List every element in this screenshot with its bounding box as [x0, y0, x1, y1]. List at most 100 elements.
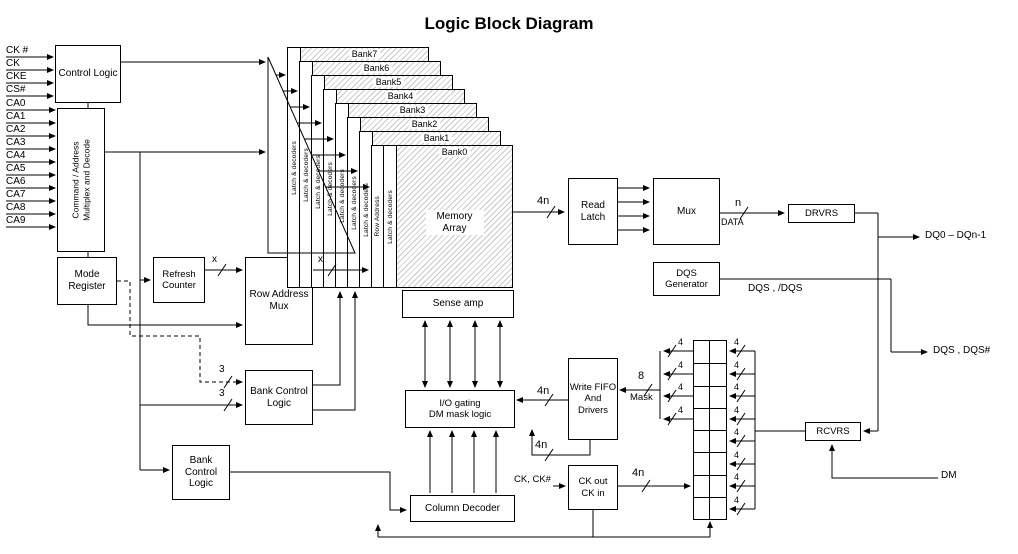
strip-label: Latch & decoders — [350, 175, 358, 230]
block-label: Command / Address Multiplex and Decode — [70, 139, 91, 221]
bus-label-3-mode: 3 — [219, 364, 225, 375]
bus-label-4: 4 — [678, 360, 684, 370]
bank-label: Bank5 — [372, 77, 405, 87]
register-cell — [710, 474, 726, 497]
register-cell — [710, 407, 726, 430]
register-cell — [710, 341, 726, 363]
bus-label-x-refresh: x — [212, 254, 217, 265]
block-label: I/O gating — [439, 397, 481, 409]
bank-box-0: Row Address Latch & decoders Bank0 Memor… — [371, 145, 513, 288]
register-cell — [710, 496, 726, 519]
block-mux: Mux — [653, 178, 720, 245]
block-dqs-generator: DQS Generator — [653, 262, 720, 296]
register-cell — [694, 385, 710, 408]
block-label: Column Decoder — [424, 502, 501, 514]
signal-label-cke: CKE — [6, 71, 27, 82]
bus-label-4n-write: 4n — [537, 385, 550, 397]
bus-label-x-row: x — [318, 254, 323, 265]
strip-label: Latch & decoders — [386, 189, 394, 244]
bus-label-4n-lower: 4n — [535, 439, 548, 451]
register-cell — [710, 385, 726, 408]
bus-label-4: 4 — [678, 337, 684, 347]
bus-label-n: n — [735, 197, 742, 209]
block-label: Refresh Counter — [162, 268, 196, 291]
bus-label-4: 4 — [678, 382, 684, 392]
block-label: DRVRS — [804, 207, 839, 219]
strip-label: Latch & decoders — [302, 147, 310, 202]
bus-label-4: 4 — [678, 405, 684, 415]
strip-label: Latch & decoders — [362, 182, 370, 237]
bus-label-4: 4 — [734, 495, 740, 505]
bank-label: Bank6 — [360, 63, 393, 73]
bank-label: Bank3 — [396, 105, 429, 115]
signal-label-ca1: CA1 — [6, 111, 26, 122]
bus-label-4n-clock: 4n — [632, 467, 645, 479]
block-label: Bank Control Logic — [184, 454, 218, 490]
block-command-address-decode: Command / Address Multiplex and Decode — [57, 108, 105, 252]
bus-label-3-bank: 3 — [219, 388, 225, 399]
signal-label-ca6: CA6 — [6, 176, 26, 187]
block-label: DQS Generator — [665, 267, 708, 290]
block-rcvrs: RCVRS — [805, 422, 861, 441]
block-ck-out-in: CK out CK in — [568, 465, 618, 510]
bus-label-4n-read: 4n — [537, 195, 550, 207]
register-cell — [694, 341, 710, 364]
block-write-fifo: Write FIFO And Drivers — [568, 358, 618, 440]
strip-label: Latch & decoders — [314, 154, 322, 209]
signal-label-ca9: CA9 — [6, 215, 26, 226]
strip-label: Latch & decoders — [326, 161, 334, 216]
block-label: DM mask logic — [428, 409, 492, 420]
block-label: Read Latch — [580, 199, 606, 223]
pad-label-ck: CK, CK# — [514, 474, 551, 485]
bus-label-data: DATA — [721, 217, 744, 227]
bank-label: Bank2 — [408, 119, 441, 129]
bank-label: Bank1 — [420, 133, 453, 143]
bank-label: Bank0 — [438, 147, 471, 157]
bank-label: Bank4 — [384, 91, 417, 101]
bus-label-4: 4 — [734, 382, 740, 392]
register-cell — [710, 452, 726, 474]
register-cell — [710, 363, 726, 385]
block-label: Row Address Mux — [249, 289, 309, 312]
bus-label-mask: Mask — [630, 392, 653, 403]
signal-label-ca7: CA7 — [6, 189, 26, 200]
block-label: Mux — [677, 205, 696, 217]
signal-label-ca5: CA5 — [6, 163, 26, 174]
block-label: RCVRS — [816, 425, 850, 437]
bus-label-4: 4 — [734, 450, 740, 460]
bus-label-4: 4 — [734, 472, 740, 482]
register-cell — [694, 407, 710, 430]
bus-label-8: 8 — [638, 370, 645, 382]
bus-label-4: 4 — [734, 405, 740, 415]
block-label: CK out — [578, 476, 608, 488]
signal-label-ca8: CA8 — [6, 202, 26, 213]
signal-label-ca0: CA0 — [6, 98, 26, 109]
register-stack — [693, 340, 727, 520]
block-label: Bank Control Logic — [250, 385, 308, 409]
bus-label-4: 4 — [734, 360, 740, 370]
bus-label-4: 4 — [734, 337, 740, 347]
bank-strip: Latch & decoders — [384, 146, 397, 287]
signal-label-ckb: CK # — [6, 45, 29, 56]
block-drvrs: DRVRS — [788, 204, 855, 223]
register-cell — [710, 430, 726, 452]
block-io-gating: I/O gating DM mask logic — [405, 390, 515, 428]
diagram-title: Logic Block Diagram — [424, 14, 594, 33]
block-read-latch: Read Latch — [568, 178, 618, 245]
label-dqs-internal: DQS , /DQS — [748, 283, 803, 294]
signal-label-ca2: CA2 — [6, 124, 26, 135]
block-mode-register: Mode Register — [57, 257, 117, 305]
block-label: Control Logic — [58, 68, 118, 80]
block-column-decoder: Column Decoder — [410, 495, 515, 522]
strip-label: Latch & decoders — [338, 168, 346, 223]
block-label: CK in — [581, 487, 605, 499]
bus-label-4: 4 — [734, 427, 740, 437]
signal-label-ca4: CA4 — [6, 150, 26, 161]
signal-label-ca3: CA3 — [6, 137, 26, 148]
pad-label-dq: DQ0 – DQn-1 — [925, 230, 987, 241]
bank-label: Bank7 — [348, 49, 381, 59]
block-bank-control-logic-a: Bank Control Logic — [245, 370, 313, 425]
block-sense-amp: Sense amp — [402, 290, 514, 318]
block-label: Mode Register — [68, 269, 106, 292]
